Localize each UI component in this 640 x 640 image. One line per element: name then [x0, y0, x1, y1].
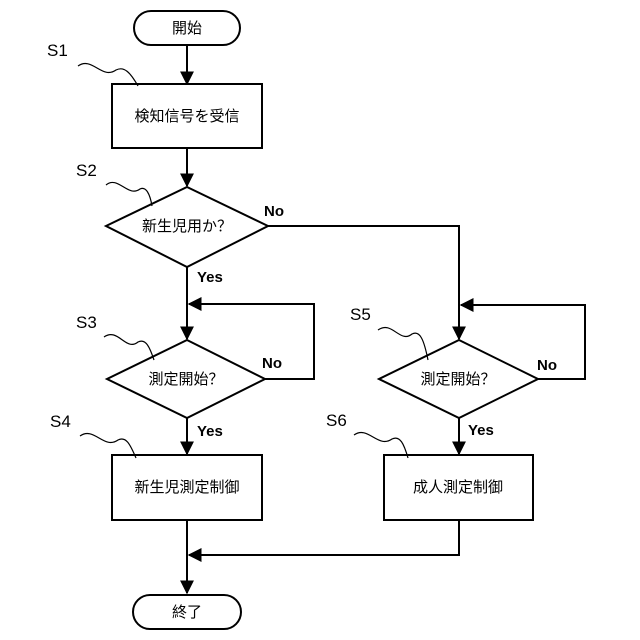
- step-label-s5: S5: [350, 305, 371, 324]
- edge-s6-merge: [189, 520, 459, 555]
- leader-s1: [78, 64, 138, 86]
- s3-no-label: No: [262, 355, 282, 372]
- s6-text: 成人測定制御: [413, 478, 503, 496]
- s5-text: 測定開始？: [420, 370, 495, 388]
- s5-yes-label: Yes: [468, 422, 494, 439]
- end-label: 終了: [172, 603, 202, 621]
- leader-s5: [378, 328, 428, 360]
- s3-yes-label: Yes: [197, 423, 223, 440]
- start-label: 開始: [172, 19, 202, 37]
- step-label-s6: S6: [326, 411, 347, 430]
- s5-no-label: No: [537, 357, 557, 374]
- s2-no-label: No: [264, 203, 284, 220]
- s4-text: 新生児測定制御: [134, 478, 239, 496]
- leader-s2: [106, 182, 152, 206]
- s2-yes-label: Yes: [197, 269, 223, 286]
- step-label-s3: S3: [76, 313, 97, 332]
- step-label-s4: S4: [50, 412, 71, 431]
- step-label-s1: S1: [47, 41, 68, 60]
- s1-text: 検知信号を受信: [134, 107, 239, 125]
- leader-s3: [104, 335, 154, 360]
- step-label-s2: S2: [76, 161, 97, 180]
- s2-text: 新生児用か？: [142, 217, 232, 235]
- s3-text: 測定開始？: [148, 370, 223, 388]
